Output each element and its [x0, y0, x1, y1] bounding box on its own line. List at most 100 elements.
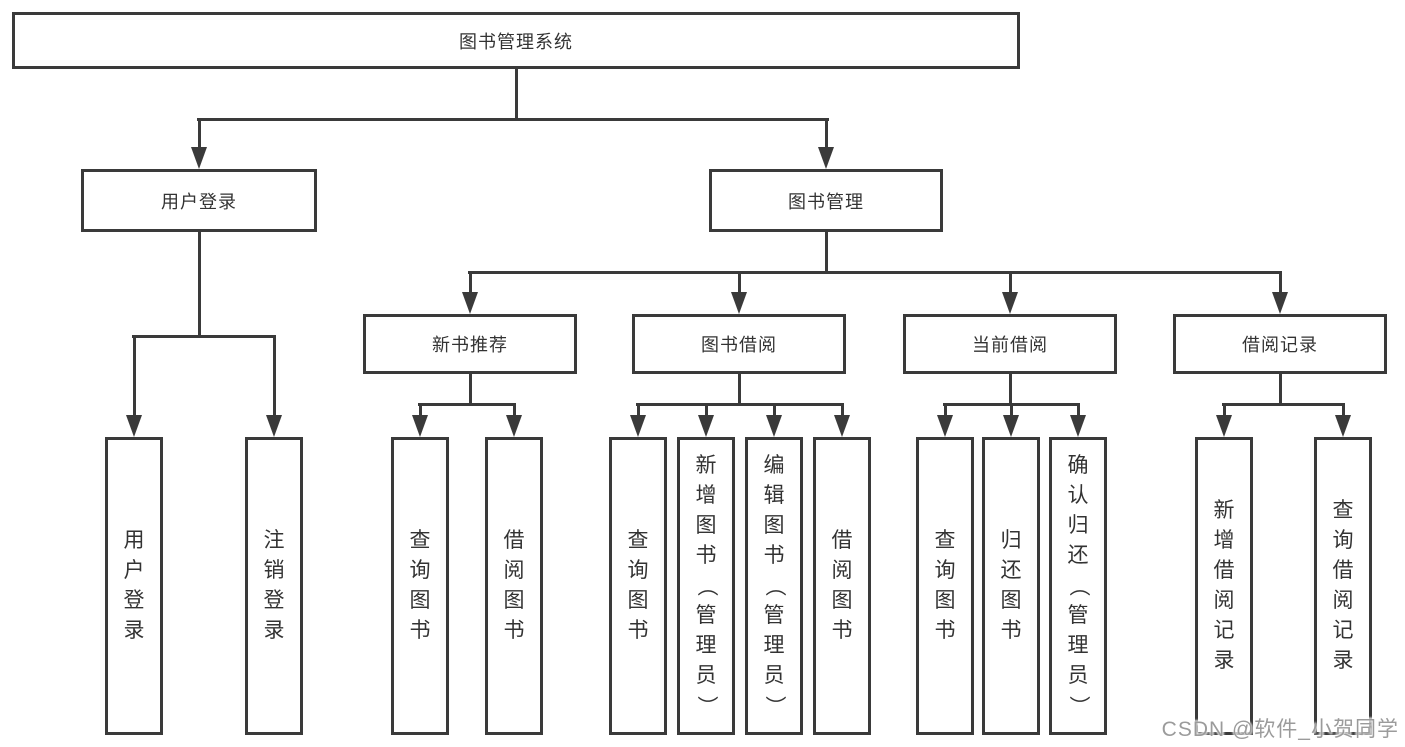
- vertical-label-char: 查: [409, 529, 431, 552]
- vertical-label-char: 查: [1332, 499, 1354, 522]
- node-leaf-logout: 注销登录: [245, 437, 303, 735]
- vertical-label-char: 书: [409, 619, 431, 642]
- vertical-label-char: ）: [695, 695, 718, 717]
- vertical-label-char: 询: [1332, 529, 1354, 552]
- node-bb-query-books: 查询图书: [609, 437, 667, 735]
- connector-new-book-stem: [469, 374, 472, 405]
- node-bb-edit-books: 编辑图书（管理员）: [745, 437, 803, 735]
- vertical-label-char: 书: [934, 619, 956, 642]
- arrowhead-cb-confirm-icon: [1070, 415, 1086, 437]
- node-leaf-user-login: 用户登录: [105, 437, 163, 735]
- vertical-label-char: （: [763, 575, 786, 597]
- connector-to-bb-borrow: [841, 406, 844, 417]
- vertical-label-char: 理: [1067, 634, 1089, 657]
- connector-to-leaf-user-login: [133, 338, 136, 417]
- vertical-label-char: 新: [1213, 499, 1235, 522]
- vertical-label-char: 查: [627, 529, 649, 552]
- vertical-label-char: 录: [1213, 649, 1235, 672]
- vertical-label-char: 员: [763, 664, 785, 687]
- node-book-management: 图书管理: [709, 169, 943, 232]
- vertical-label-char: 书: [503, 619, 525, 642]
- node-borrowing-records: 借阅记录: [1173, 314, 1387, 374]
- vertical-label-char: 询: [409, 559, 431, 582]
- vertical-label-char: 书: [831, 619, 853, 642]
- arrowhead-bb-add-icon: [698, 415, 714, 437]
- connector-book-borrowing-stem: [738, 374, 741, 405]
- connector-to-nb-borrow: [513, 406, 516, 417]
- connector-root-stem: [515, 69, 518, 120]
- vertical-label-char: 书: [1000, 619, 1022, 642]
- connector-to-user-login: [198, 121, 201, 149]
- connector-to-book-borrowing: [738, 274, 741, 294]
- connector-current-borrowing-stem: [1009, 374, 1012, 405]
- connector-to-leaf-logout: [273, 338, 276, 417]
- vertical-label-char: 图: [409, 589, 431, 612]
- vertical-label-char: 归: [1067, 514, 1089, 537]
- vertical-label-char: 录: [1332, 649, 1354, 672]
- connector-to-bb-edit: [773, 406, 776, 417]
- connector-user-login-stem: [198, 232, 201, 337]
- arrowhead-nb-borrow-icon: [506, 415, 522, 437]
- vertical-label-char: 管: [695, 604, 717, 627]
- node-cb-confirm-return: 确认归还（管理员）: [1049, 437, 1107, 735]
- vertical-label-char: 记: [1213, 619, 1235, 642]
- arrowhead-br-query-icon: [1335, 415, 1351, 437]
- vertical-label-char: （: [695, 575, 718, 597]
- vertical-label-char: 还: [1000, 559, 1022, 582]
- connector-to-book-management: [825, 121, 828, 149]
- node-user-login-label: 用户登录: [161, 191, 237, 212]
- vertical-label-char: 借: [831, 529, 853, 552]
- arrowhead-current-borrowing-icon: [1002, 292, 1018, 314]
- vertical-label-char: 理: [695, 634, 717, 657]
- arrowhead-borrowing-records-icon: [1272, 292, 1288, 314]
- vertical-label-char: 借: [1213, 559, 1235, 582]
- vertical-label-char: 还: [1067, 544, 1089, 567]
- node-nb-query-books: 查询图书: [391, 437, 449, 735]
- arrowhead-user-login-icon: [191, 147, 207, 169]
- arrowhead-bb-query-icon: [630, 415, 646, 437]
- connector-to-new-book-recommend: [469, 274, 472, 294]
- vertical-label-char: 管: [763, 604, 785, 627]
- csdn-watermark: CSDN @软件_小贺同学: [1161, 718, 1399, 741]
- connector-to-bb-add: [705, 406, 708, 417]
- connector-to-bb-query: [637, 406, 640, 417]
- connector-to-cb-return: [1010, 406, 1013, 417]
- vertical-label-char: 录: [263, 619, 285, 642]
- vertical-label-char: 书: [627, 619, 649, 642]
- connector-to-br-add: [1223, 406, 1226, 417]
- connector-user-login-branch: [132, 335, 276, 338]
- vertical-label-char: 图: [627, 589, 649, 612]
- vertical-label-char: 阅: [503, 559, 525, 582]
- arrowhead-book-borrowing-icon: [731, 292, 747, 314]
- node-new-book-recommend: 新书推荐: [363, 314, 577, 374]
- node-br-query-record: 查询借阅记录: [1314, 437, 1372, 735]
- node-root-label: 图书管理系统: [459, 31, 573, 52]
- node-borrowing-records-label: 借阅记录: [1242, 335, 1318, 355]
- connector-to-cb-query: [944, 406, 947, 417]
- vertical-label-char: 询: [627, 559, 649, 582]
- node-cb-return-books: 归还图书: [982, 437, 1040, 735]
- vertical-label-char: 查: [934, 529, 956, 552]
- arrowhead-new-book-recommend-icon: [462, 292, 478, 314]
- connector-to-br-query: [1342, 406, 1345, 417]
- vertical-label-char: 阅: [831, 559, 853, 582]
- node-new-book-recommend-label: 新书推荐: [432, 335, 508, 355]
- node-book-borrowing: 图书借阅: [632, 314, 846, 374]
- vertical-label-char: 阅: [1213, 589, 1235, 612]
- connector-root-branch: [197, 118, 829, 121]
- vertical-label-char: （: [1067, 575, 1090, 597]
- vertical-label-char: 图: [831, 589, 853, 612]
- vertical-label-char: 增: [1213, 529, 1235, 552]
- node-br-add-record: 新增借阅记录: [1195, 437, 1253, 735]
- arrowhead-cb-return-icon: [1003, 415, 1019, 437]
- connector-borrowing-records-branch: [1222, 403, 1345, 406]
- vertical-label-char: 借: [503, 529, 525, 552]
- vertical-label-char: 询: [934, 559, 956, 582]
- vertical-label-char: 注: [263, 529, 285, 552]
- arrowhead-leaf-logout-icon: [266, 415, 282, 437]
- vertical-label-char: 书: [763, 544, 785, 567]
- vertical-label-char: 阅: [1332, 589, 1354, 612]
- node-book-management-label: 图书管理: [788, 191, 864, 212]
- node-cb-query-books: 查询图书: [916, 437, 974, 735]
